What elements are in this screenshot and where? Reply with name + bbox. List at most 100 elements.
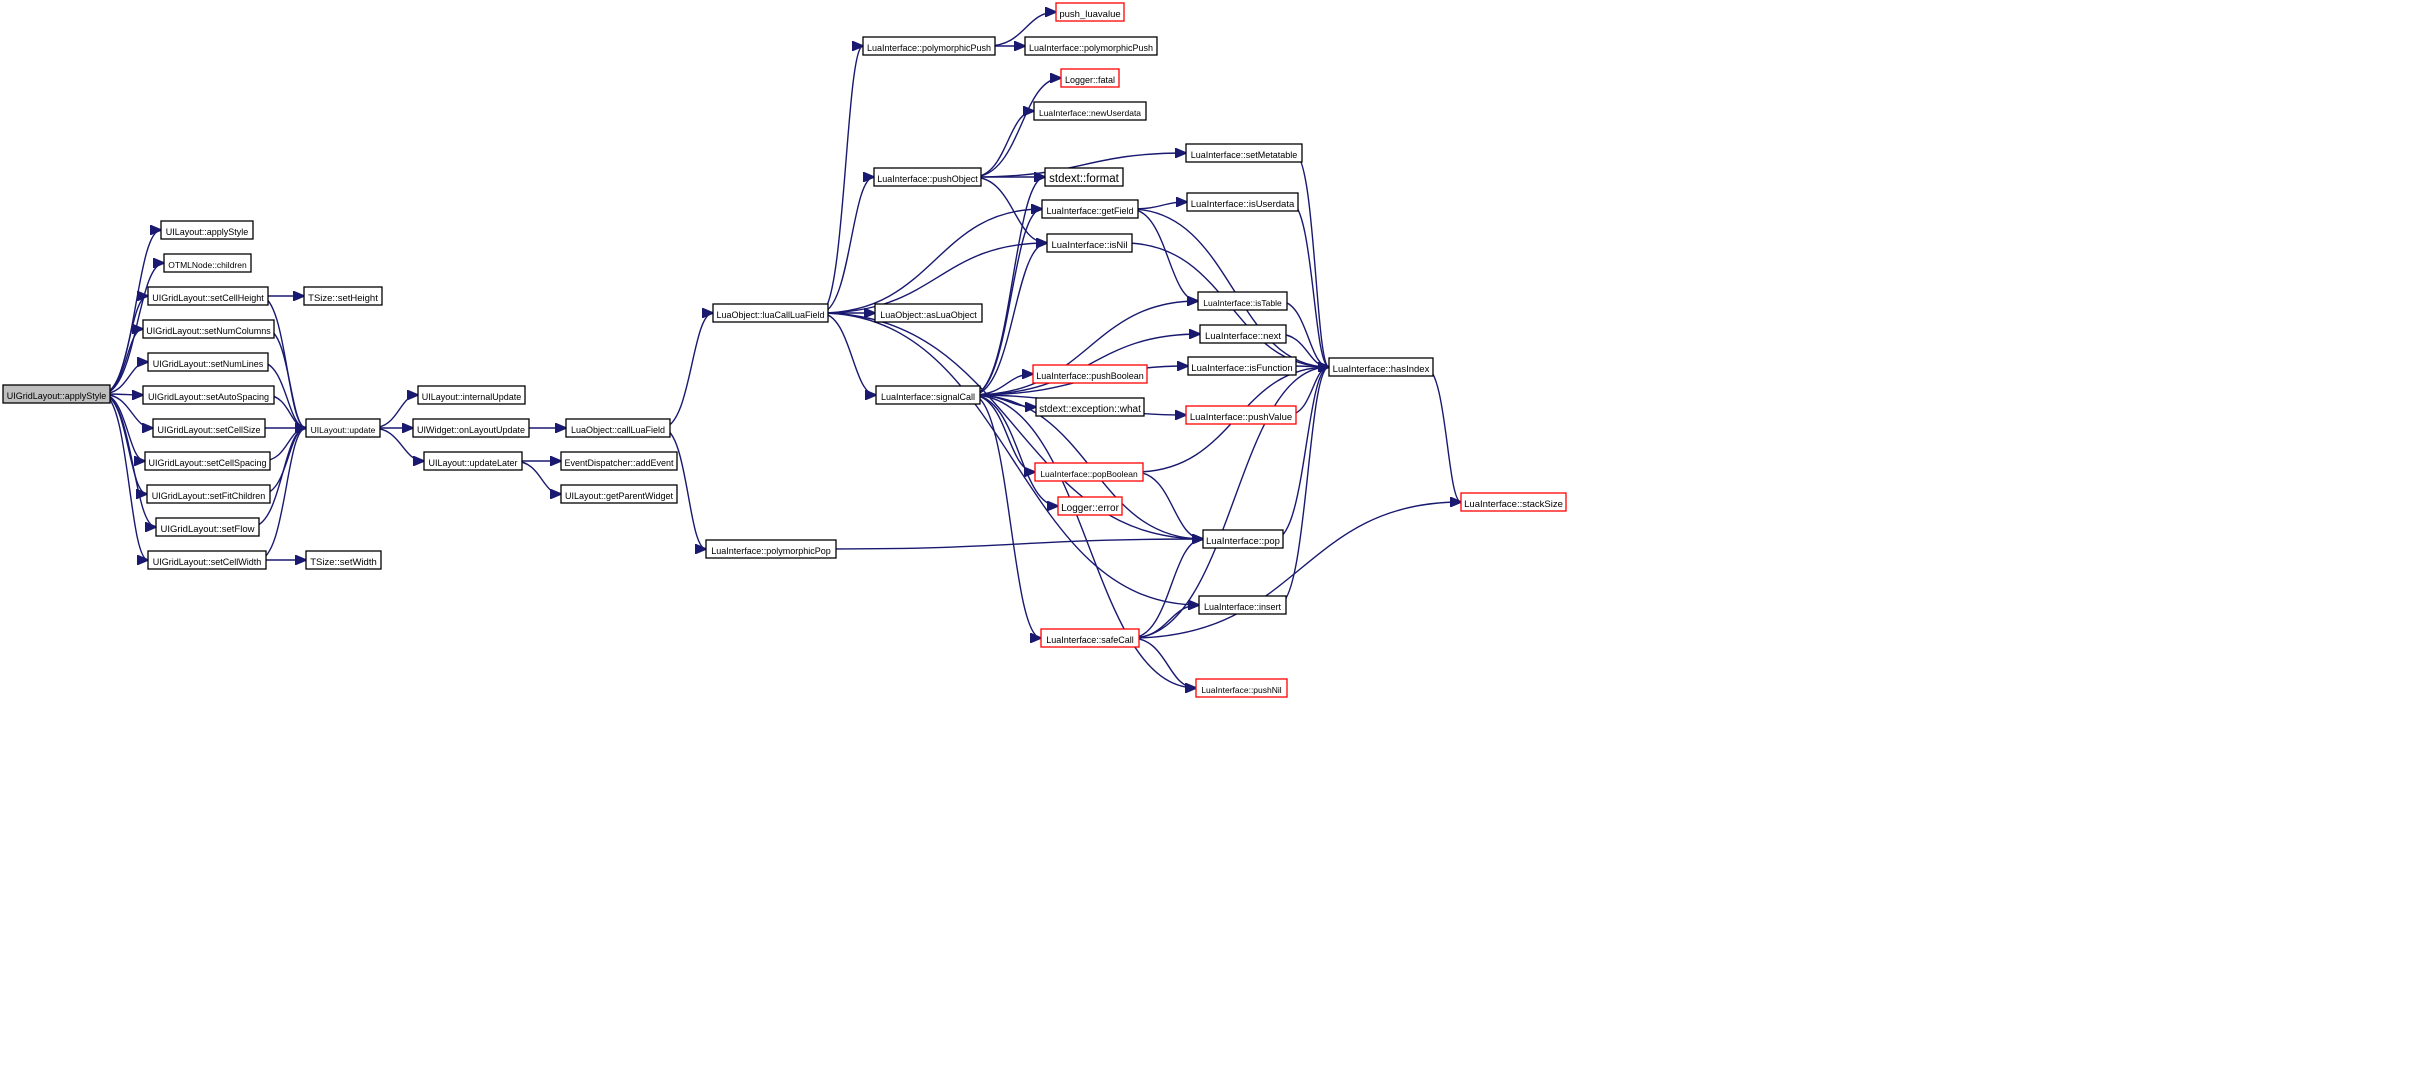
node-root[interactable]: UIGridLayout::applyStyle [2,384,111,404]
node-ul_updateLater[interactable]: UILayout::updateLater [423,451,523,471]
node-ul_applyStyle[interactable]: UILayout::applyStyle [160,220,254,240]
node-stdext_format[interactable]: stdext::format [1044,167,1124,187]
node-setCellSpacing[interactable]: UIGridLayout::setCellSpacing [144,451,271,471]
edge-root-to-setFlow [101,393,156,527]
node-box [1033,101,1147,121]
node-push_luavalue[interactable]: push_luavalue [1055,2,1125,22]
node-setFitChildren[interactable]: UIGridLayout::setFitChildren [146,484,271,504]
node-li_stackSize[interactable]: LuaInterface::stackSize [1460,492,1567,512]
node-label: UIGridLayout::setCellWidth [153,557,262,567]
node-li_getField[interactable]: LuaInterface::getField [1041,199,1139,219]
node-setAutoSpacing[interactable]: UIGridLayout::setAutoSpacing [142,385,275,405]
edge-li_safeCall-to-li_pushNil [1130,637,1196,688]
node-li_pushBoolean[interactable]: LuaInterface::pushBoolean [1032,364,1148,384]
node-box [560,451,678,471]
edge-root-to-setCellHeight [101,296,148,395]
node-box [305,418,381,438]
node-li_newUserdata[interactable]: LuaInterface::newUserdata [1033,101,1147,121]
edge-lo_luaCallLuaField-to-li_pop [819,312,1203,539]
edge-lo_luaCallLuaField-to-li_isNil [819,243,1047,314]
edge-li_signalCall-to-li_safeCall [971,394,1041,638]
node-box [152,418,266,438]
node-li_isNil[interactable]: LuaInterface::isNil [1046,233,1133,253]
node-label: LuaInterface::hasIndex [1333,364,1430,375]
node-tsize_setHeight[interactable]: TSize::setHeight [303,286,383,306]
node-li_signalCall[interactable]: LuaInterface::signalCall [875,385,981,405]
node-layer: UIGridLayout::applyStyle UILayout::applyS… [2,2,1567,698]
node-ul_getParentWidget[interactable]: UILayout::getParentWidget [560,484,678,504]
node-logger_fatal[interactable]: Logger::fatal [1060,68,1120,88]
node-setCellHeight[interactable]: UIGridLayout::setCellHeight [147,286,269,306]
node-li_pushValue[interactable]: LuaInterface::pushValue [1185,405,1297,425]
node-li_setMetatable[interactable]: LuaInterface::setMetatable [1185,143,1303,163]
node-li_isFunction[interactable]: LuaInterface::isFunction [1187,356,1297,376]
edge-li_signalCall-to-li_getField [971,209,1042,396]
node-tsize_setWidth[interactable]: TSize::setWidth [305,550,382,570]
node-li_safeCall[interactable]: LuaInterface::safeCall [1040,628,1140,648]
node-box [1044,167,1124,187]
node-label: UIGridLayout::applyStyle [7,391,107,401]
node-li_insert[interactable]: LuaInterface::insert [1198,595,1287,615]
node-li_next[interactable]: LuaInterface::next [1199,324,1287,344]
node-ul_update[interactable]: UILayout::update [305,418,381,438]
node-label: stdext::exception::what [1039,404,1141,415]
node-li_polymorphicPop[interactable]: LuaInterface::polymorphicPop [705,539,837,559]
node-label: Logger::fatal [1065,75,1115,85]
node-box [1460,492,1567,512]
node-label: LuaInterface::pushObject [877,174,978,184]
node-li_polymorphicPush1[interactable]: LuaInterface::polymorphicPush [862,36,996,56]
edge-setNumColumns-to-ul_update [265,328,306,428]
node-ul_internalUpdate[interactable]: UILayout::internalUpdate [417,385,526,405]
node-box [1186,192,1299,212]
node-label: LuaInterface::setMetatable [1191,150,1298,160]
node-setCellWidth[interactable]: UIGridLayout::setCellWidth [147,550,267,570]
node-box [1041,199,1139,219]
node-box [1202,529,1284,549]
node-box [144,451,271,471]
node-lo_luaCallLuaField[interactable]: LuaObject::luaCallLuaField [712,303,829,323]
edge-li_hasIndex-to-li_stackSize [1424,366,1461,502]
node-label: LuaInterface::polymorphicPop [711,546,831,556]
node-box [1060,68,1120,88]
node-logger_error[interactable]: Logger::error [1057,496,1123,516]
node-setNumColumns[interactable]: UIGridLayout::setNumColumns [142,319,275,339]
edge-setFlow-to-ul_update [250,428,306,528]
node-ed_addEvent[interactable]: EventDispatcher::addEvent [560,451,678,471]
node-uw_onLayoutUpdate[interactable]: UIWidget::onLayoutUpdate [412,418,530,438]
edge-li_pushObject-to-li_setMetatable [972,153,1186,178]
node-box [565,418,671,438]
node-li_hasIndex[interactable]: LuaInterface::hasIndex [1328,357,1434,377]
node-stdext_exception_what[interactable]: stdext::exception::what [1035,397,1145,417]
node-box [712,303,829,323]
node-li_popBoolean[interactable]: LuaInterface::popBoolean [1034,462,1144,482]
node-li_pop[interactable]: LuaInterface::pop [1202,529,1284,549]
node-box [155,517,260,537]
edge-li_polymorphicPush1-to-push_luavalue [986,12,1056,47]
node-label: push_luavalue [1059,9,1120,20]
edge-li_setMetatable-to-li_hasIndex [1293,152,1329,367]
node-label: UILayout::internalUpdate [422,392,522,402]
edge-li_pushObject-to-logger_fatal [972,78,1061,178]
edge-root-to-setCellWidth [101,393,148,560]
node-setNumLines[interactable]: UIGridLayout::setNumLines [147,352,269,372]
node-setCellSize[interactable]: UIGridLayout::setCellSize [152,418,266,438]
node-li_isUserdata[interactable]: LuaInterface::isUserdata [1186,192,1299,212]
node-li_pushNil[interactable]: LuaInterface::pushNil [1195,678,1288,698]
node-box [142,319,275,339]
node-lo_asLuaObject[interactable]: LuaObject::asLuaObject [874,303,983,323]
edge-lo_luaCallLuaField-to-li_pushObject [819,177,874,314]
node-li_polymorphicPush2[interactable]: LuaInterface::polymorphicPush [1024,36,1158,56]
node-box [1055,2,1125,22]
node-li_isTable[interactable]: LuaInterface::isTable [1197,291,1288,311]
node-label: TSize::setWidth [310,557,377,568]
node-lo_callLuaField[interactable]: LuaObject::callLuaField [565,418,671,438]
node-label: OTMLNode::children [168,260,247,270]
node-label: LuaInterface::popBoolean [1040,469,1138,479]
node-setFlow[interactable]: UIGridLayout::setFlow [155,517,260,537]
node-otml_children[interactable]: OTMLNode::children [163,253,252,273]
node-box [560,484,678,504]
node-label: LuaInterface::next [1205,331,1281,342]
node-li_pushObject[interactable]: LuaInterface::pushObject [873,167,982,187]
node-box [1040,628,1140,648]
